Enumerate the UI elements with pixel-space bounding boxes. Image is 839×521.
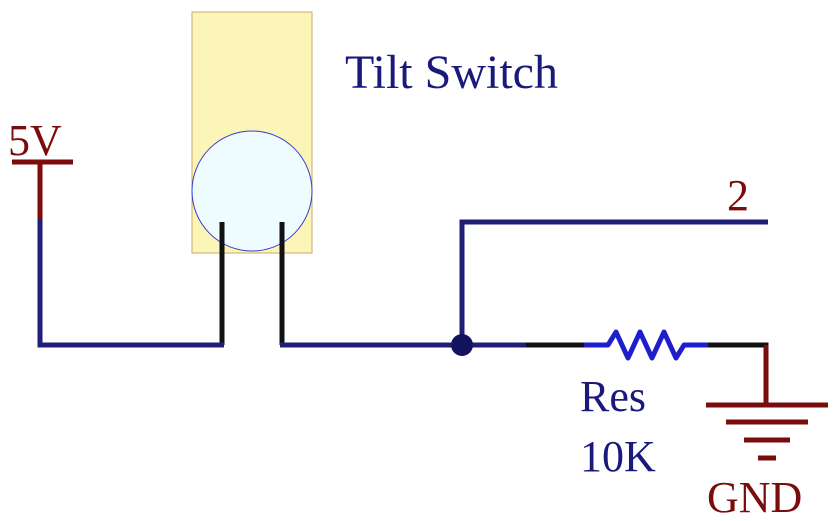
wire-junction-to-pin2: [459, 219, 768, 345]
power-icon: [12, 159, 73, 222]
ground-icon: [706, 402, 828, 461]
tilt-switch-ball: [191, 130, 313, 252]
resistor-lead-right: [708, 342, 769, 404]
wire-5v-to-switch: [37, 220, 224, 348]
resistor-name-label: Res: [580, 372, 646, 421]
component-label: Tilt Switch: [345, 46, 558, 99]
pin-label: 2: [727, 171, 749, 220]
tilt-switch-icon: [191, 11, 313, 345]
junction-dot: [451, 334, 473, 356]
power-label: 5V: [8, 116, 62, 165]
ground-label: GND: [707, 473, 802, 521]
resistor-value-label: 10K: [580, 432, 656, 481]
resistor-icon: [584, 329, 708, 361]
